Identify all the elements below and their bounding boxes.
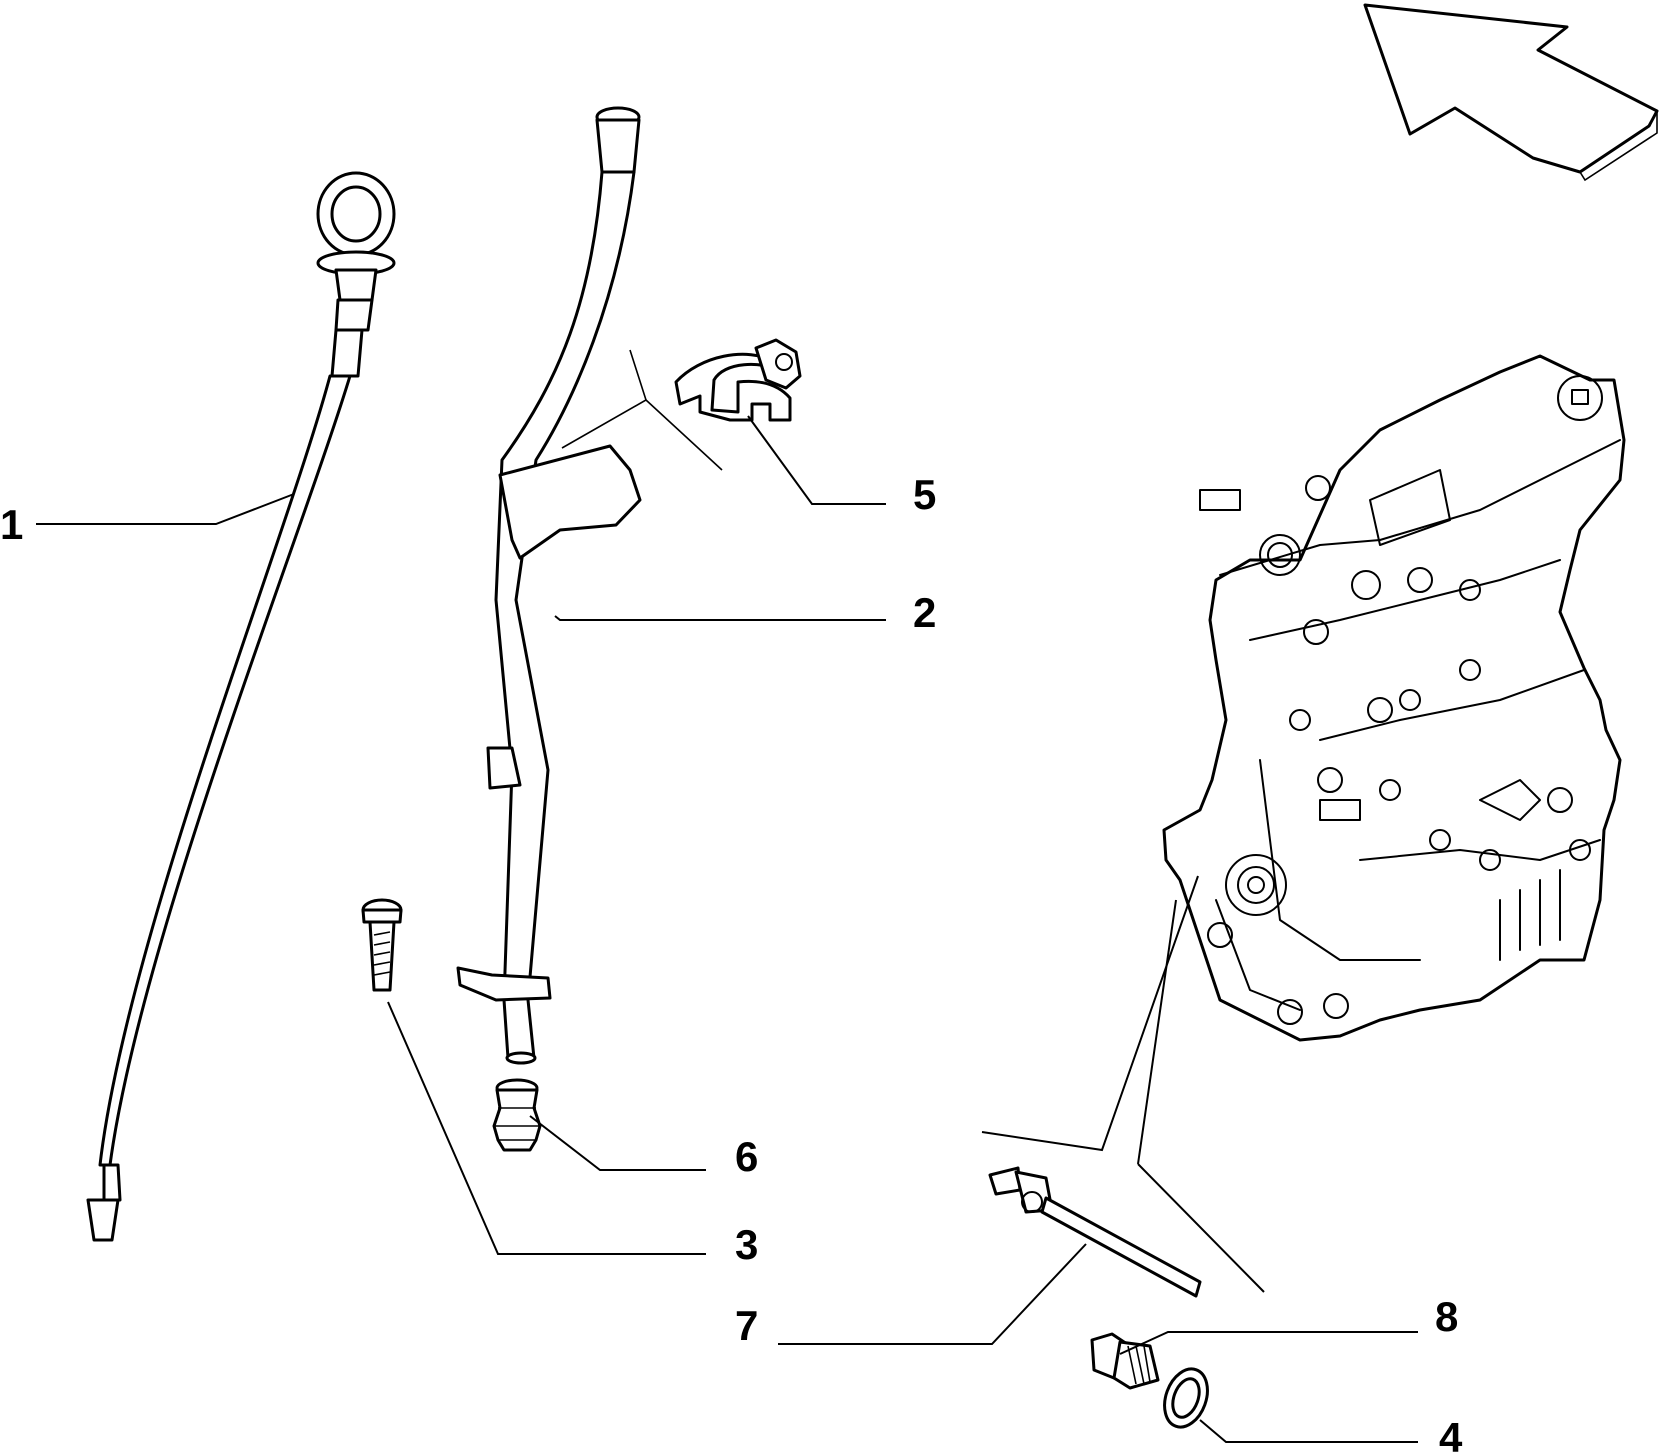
leader-line-2 <box>554 615 886 621</box>
callout-5: 5 <box>913 471 936 518</box>
sealing-washer-part <box>1163 1367 1209 1429</box>
callout-8: 8 <box>1435 1293 1458 1340</box>
orientation-arrow-icon <box>1363 3 1659 182</box>
leader-line-5 <box>747 415 886 505</box>
leader-line-engine-2 <box>1137 1163 1265 1293</box>
dipstick-part <box>86 171 396 1242</box>
leader-line-7 <box>778 1243 1087 1345</box>
engine-block-part <box>1162 354 1626 1042</box>
callout-4: 4 <box>1439 1414 1463 1452</box>
callout-1: 1 <box>0 501 23 548</box>
leader-lines <box>36 415 1418 1443</box>
leader-line-6 <box>529 1115 706 1171</box>
leader-line-1 <box>36 493 295 525</box>
clip-part <box>674 338 802 422</box>
grommet-part <box>492 1078 542 1152</box>
callout-6: 6 <box>735 1133 758 1180</box>
callout-7: 7 <box>735 1302 758 1349</box>
leader-line-engine <box>981 875 1199 1152</box>
leader-line-8 <box>1119 1331 1418 1355</box>
callout-2: 2 <box>913 589 936 636</box>
dipstick-guide-tube-part <box>456 106 723 1065</box>
callout-3: 3 <box>735 1221 758 1268</box>
drain-plug-part <box>1090 1332 1160 1390</box>
leader-line-4 <box>1199 1419 1418 1443</box>
oil-level-sensor-part <box>988 1166 1202 1298</box>
leader-line-3 <box>387 1001 706 1255</box>
bolt-part <box>361 898 403 992</box>
leader-line-engine-3 <box>1137 899 1177 1165</box>
